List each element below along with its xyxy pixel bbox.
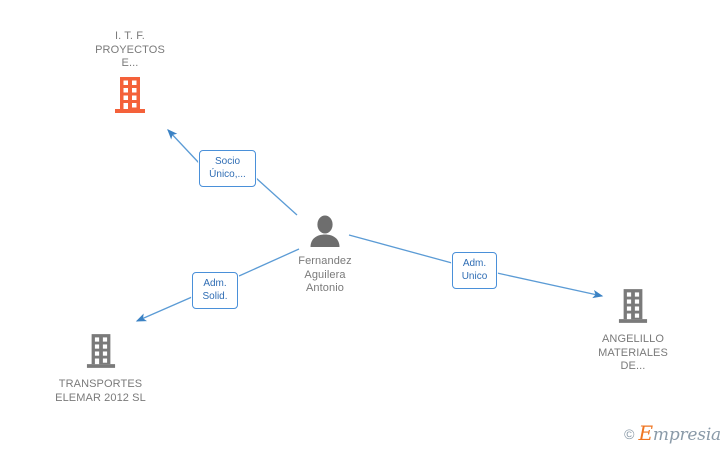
node-angelillo-label: ANGELILLO MATERIALES DE... [598, 333, 668, 372]
node-transportes-label: TRANSPORTES ELEMAR 2012 SL [55, 378, 146, 404]
copyright-icon: © [624, 425, 635, 442]
node-angelillo-materiales[interactable]: ANGELILLO MATERIALES DE... [578, 288, 688, 374]
brand-logo: Empresia [639, 423, 722, 444]
brand-initial: E [638, 421, 654, 445]
node-itf-proyectos[interactable]: I. T. F. PROYECTOS E... [70, 30, 190, 119]
node-transportes-elemar[interactable]: TRANSPORTES ELEMAR 2012 SL [43, 333, 158, 405]
edge-label-adm-unico[interactable]: Adm. Unico [452, 252, 497, 289]
edge-socio-unico-line [255, 177, 298, 216]
person-icon [265, 215, 385, 252]
brand-rest: mpresia [652, 425, 721, 445]
node-person-fernandez-aguilera-antonio[interactable]: Fernandez Aguilera Antonio [265, 215, 385, 296]
edge-socio-unico-arrow [167, 129, 200, 164]
edge-adm-solid-arrow [135, 296, 193, 322]
node-person-label: Fernandez Aguilera Antonio [298, 255, 352, 294]
building-icon [578, 288, 688, 329]
empresia-watermark: © Empresia [624, 423, 721, 444]
building-icon [70, 76, 190, 119]
node-itf-label: I. T. F. PROYECTOS E... [95, 30, 165, 69]
edge-label-adm-solid[interactable]: Adm. Solid. [192, 272, 238, 309]
building-icon [43, 333, 158, 374]
edge-label-socio-unico[interactable]: Socio Único,... [199, 150, 256, 187]
